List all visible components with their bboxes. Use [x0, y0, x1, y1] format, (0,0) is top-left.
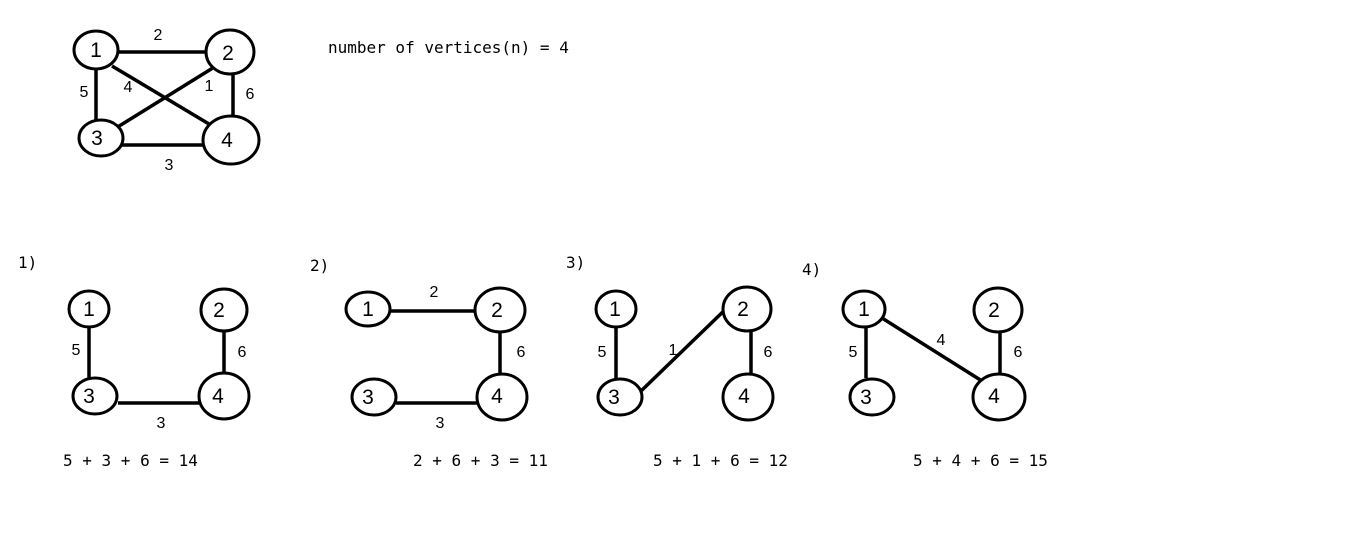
full-graph-node-3 — [77, 118, 125, 158]
path-4-node-1 — [841, 289, 887, 329]
full-graph-weight-1-2: 2 — [154, 27, 163, 44]
path-1-weight-3-4: 3 — [157, 415, 166, 432]
path-2-weight-1-2: 2 — [430, 284, 439, 301]
path-1: 1) 1 2 3 4 5 3 6 5 + 3 + 6 = 14 — [18, 253, 251, 470]
path-1-node-2-label: 2 — [213, 299, 225, 322]
path-3-node-3-label: 3 — [608, 386, 620, 409]
path-3-node-4 — [721, 372, 775, 422]
full-graph-weight-2-3: 1 — [205, 78, 214, 95]
path-3-index: 3) — [566, 253, 585, 272]
path-2-node-1-label: 1 — [362, 298, 374, 321]
path-3-node-1 — [594, 289, 638, 329]
full-graph-node-2-label: 2 — [222, 42, 234, 65]
path-1-weight-1-3: 5 — [72, 342, 81, 359]
path-4-weight-1-3: 5 — [849, 344, 858, 361]
path-2-index: 2) — [310, 256, 329, 275]
full-graph-edge-1-4 — [111, 64, 215, 129]
full-graph-node-3-label: 3 — [91, 127, 103, 150]
path-1-weight-2-4: 6 — [238, 344, 247, 361]
path-1-node-1 — [67, 289, 111, 329]
path-1-node-3-label: 3 — [83, 385, 95, 408]
path-4-edge-1-4 — [881, 316, 983, 383]
full-graph-node-2 — [204, 28, 256, 76]
full-graph-edge-2-3 — [115, 64, 217, 130]
path-3-node-3 — [596, 377, 644, 417]
path-4-node-4-label: 4 — [988, 385, 1000, 408]
path-2-sum: 2 + 6 + 3 = 11 — [413, 451, 548, 470]
path-4-weight-1-4: 4 — [937, 332, 946, 349]
path-3-node-2 — [721, 285, 773, 333]
path-4-sum: 5 + 4 + 6 = 15 — [913, 451, 1048, 470]
path-4-weight-2-4: 6 — [1014, 344, 1023, 361]
path-2-node-1 — [344, 290, 392, 328]
path-4-node-4 — [971, 372, 1027, 422]
path-4-node-2-label: 2 — [988, 299, 1000, 322]
path-2-node-3 — [350, 377, 398, 417]
path-3-node-4-label: 4 — [738, 385, 750, 408]
path-4-node-1-label: 1 — [858, 298, 870, 321]
path-2-node-4-label: 4 — [491, 385, 503, 408]
path-2-node-2-label: 2 — [491, 299, 503, 322]
full-graph: 1 2 3 4 2 5 4 1 6 3 — [72, 27, 261, 174]
path-2-node-4 — [475, 372, 529, 422]
full-graph-node-1-label: 1 — [90, 39, 102, 62]
path-1-node-4-label: 4 — [212, 385, 224, 408]
path-3-sum: 5 + 1 + 6 = 12 — [653, 451, 788, 470]
path-1-sum: 5 + 3 + 6 = 14 — [63, 451, 198, 470]
path-3-edge-2-3 — [638, 303, 732, 394]
full-graph-node-4-label: 4 — [221, 129, 233, 152]
path-4-node-3-label: 3 — [860, 386, 872, 409]
full-graph-weight-3-4: 3 — [165, 157, 174, 174]
full-graph-weight-1-4: 4 — [124, 79, 133, 96]
path-1-index: 1) — [18, 253, 37, 272]
path-1-node-1-label: 1 — [83, 298, 95, 321]
full-graph-weight-2-4: 6 — [246, 86, 255, 103]
path-4-node-3 — [848, 377, 896, 417]
path-1-node-3 — [71, 376, 119, 416]
path-3-weight-2-3: 1 — [669, 342, 678, 359]
path-2-weight-2-4: 6 — [517, 344, 526, 361]
path-3-weight-2-4: 6 — [764, 344, 773, 361]
path-3: 3) 1 2 3 4 5 1 6 5 + 1 + 6 = 12 — [566, 253, 788, 470]
path-3-node-2-label: 2 — [737, 298, 749, 321]
path-2-weight-3-4: 3 — [436, 415, 445, 432]
path-3-node-1-label: 1 — [609, 298, 621, 321]
full-graph-weight-1-3: 5 — [80, 84, 89, 101]
path-2-node-2 — [473, 286, 527, 334]
full-graph-node-1 — [72, 29, 120, 71]
vertex-count-text: number of vertices(n) = 4 — [328, 38, 569, 57]
path-2-node-3-label: 3 — [362, 386, 374, 409]
path-1-node-2 — [199, 287, 249, 333]
path-3-weight-1-3: 5 — [598, 344, 607, 361]
path-2: 2) 1 2 3 4 2 6 3 2 + 6 + 3 = 11 — [310, 256, 548, 470]
full-graph-node-4 — [201, 114, 261, 166]
path-1-node-4 — [197, 371, 251, 421]
path-4: 4) 1 2 3 4 5 4 6 5 + 4 + 6 = 15 — [802, 260, 1048, 470]
path-4-index: 4) — [802, 260, 821, 279]
path-4-node-2 — [972, 286, 1024, 334]
